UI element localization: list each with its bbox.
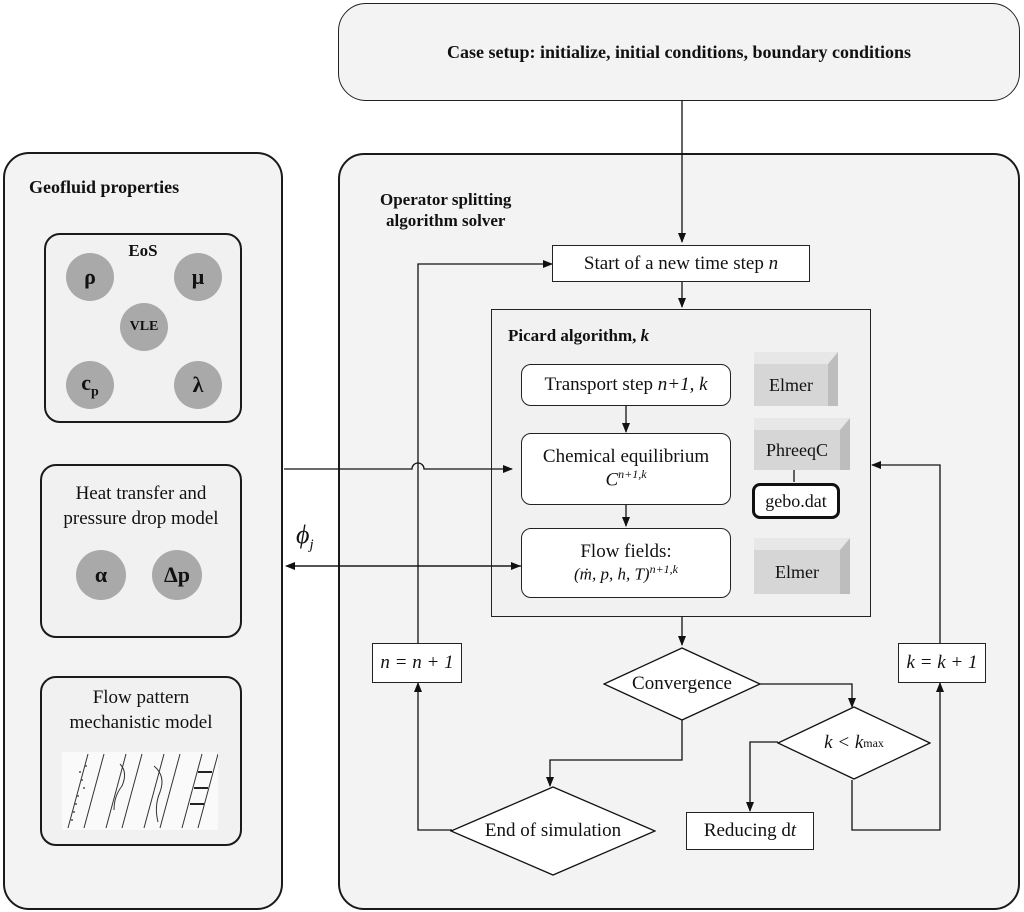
k-update-label: k = k + 1	[906, 652, 978, 674]
elmer-label-2: Elmer	[775, 561, 819, 582]
elmer-label-1: Elmer	[769, 374, 813, 395]
dp-circle: Δp	[152, 550, 202, 600]
flow-fields-box: Flow fields: (ṁ, p, h, T)n+1,k	[521, 528, 731, 598]
eos-title: EoS	[128, 241, 158, 260]
kmax-diamond	[777, 706, 931, 780]
vle-circle: VLE	[120, 303, 168, 351]
flow-pattern-illustration	[62, 752, 218, 830]
flow-pattern-box: Flow pattern mechanistic model	[40, 676, 242, 846]
n-update-box: n = n + 1	[372, 643, 462, 683]
geofluid-title: Geofluid properties	[29, 177, 180, 197]
lambda-circle: λ	[174, 361, 222, 409]
elmer-box-2: Elmer	[754, 538, 850, 594]
end-simulation-diamond	[450, 786, 656, 876]
solver-title: Operator splitting algorithm solver	[380, 190, 512, 231]
elmer-box-1: Elmer	[754, 352, 838, 406]
transport-step-box: Transport step n+1, k	[521, 364, 731, 406]
flow-fields-label: Flow fields:	[580, 541, 672, 563]
k-update-box: k = k + 1	[898, 643, 986, 683]
eos-box: EoS ρ μ VLE cp λ	[44, 233, 242, 423]
case-setup-label: Case setup: initialize, initial conditio…	[446, 41, 912, 62]
chemical-equilibrium-var: Cn+1,k	[605, 467, 647, 491]
dp-symbol: Δp	[163, 562, 191, 587]
phi-label: ϕj	[296, 520, 314, 554]
heat-transfer-title: Heat transfer and pressure drop model	[63, 483, 219, 529]
start-time-step-box: Start of a new time step n	[552, 245, 810, 282]
rho-circle: ρ	[66, 253, 114, 301]
heat-transfer-box: Heat transfer and pressure drop model α …	[40, 464, 242, 638]
phreeqc-label: PhreeqC	[766, 439, 828, 460]
reducing-dt-box: Reducing dt	[686, 812, 814, 850]
flow-pattern-title: Flow pattern mechanistic model	[69, 687, 213, 733]
cp-symbol: cp	[81, 369, 99, 400]
cp-circle: cp	[66, 361, 114, 409]
rho-symbol: ρ	[84, 264, 96, 289]
transport-step-label: Transport step n+1, k	[544, 374, 708, 396]
case-setup-box: Case setup: initialize, initial conditio…	[338, 3, 1020, 101]
alpha-circle: α	[76, 550, 126, 600]
reducing-dt-label: Reducing dt	[703, 820, 797, 842]
flow-fields-var: (ṁ, p, h, T)n+1,k	[574, 562, 678, 584]
vle-label: VLE	[129, 319, 159, 334]
chemical-equilibrium-label: Chemical equilibrium	[542, 446, 710, 468]
n-update-label: n = n + 1	[380, 652, 454, 674]
alpha-symbol: α	[94, 562, 108, 587]
convergence-diamond	[603, 647, 761, 721]
mu-circle: μ	[174, 253, 222, 301]
gebo-dat-label: gebo.dat	[765, 490, 827, 511]
start-time-step-label: Start of a new time step n	[583, 252, 779, 274]
gebo-dat-box: gebo.dat	[752, 483, 840, 519]
lambda-symbol: λ	[192, 372, 204, 397]
picard-title: Picard algorithm, k	[508, 326, 650, 345]
phreeqc-box: PhreeqC	[754, 418, 850, 470]
convergence-label: Convergence	[632, 673, 732, 694]
mu-symbol: μ	[191, 264, 205, 289]
end-simulation-label: End of simulation	[484, 820, 622, 841]
chemical-equilibrium-box: Chemical equilibrium Cn+1,k	[521, 433, 731, 505]
